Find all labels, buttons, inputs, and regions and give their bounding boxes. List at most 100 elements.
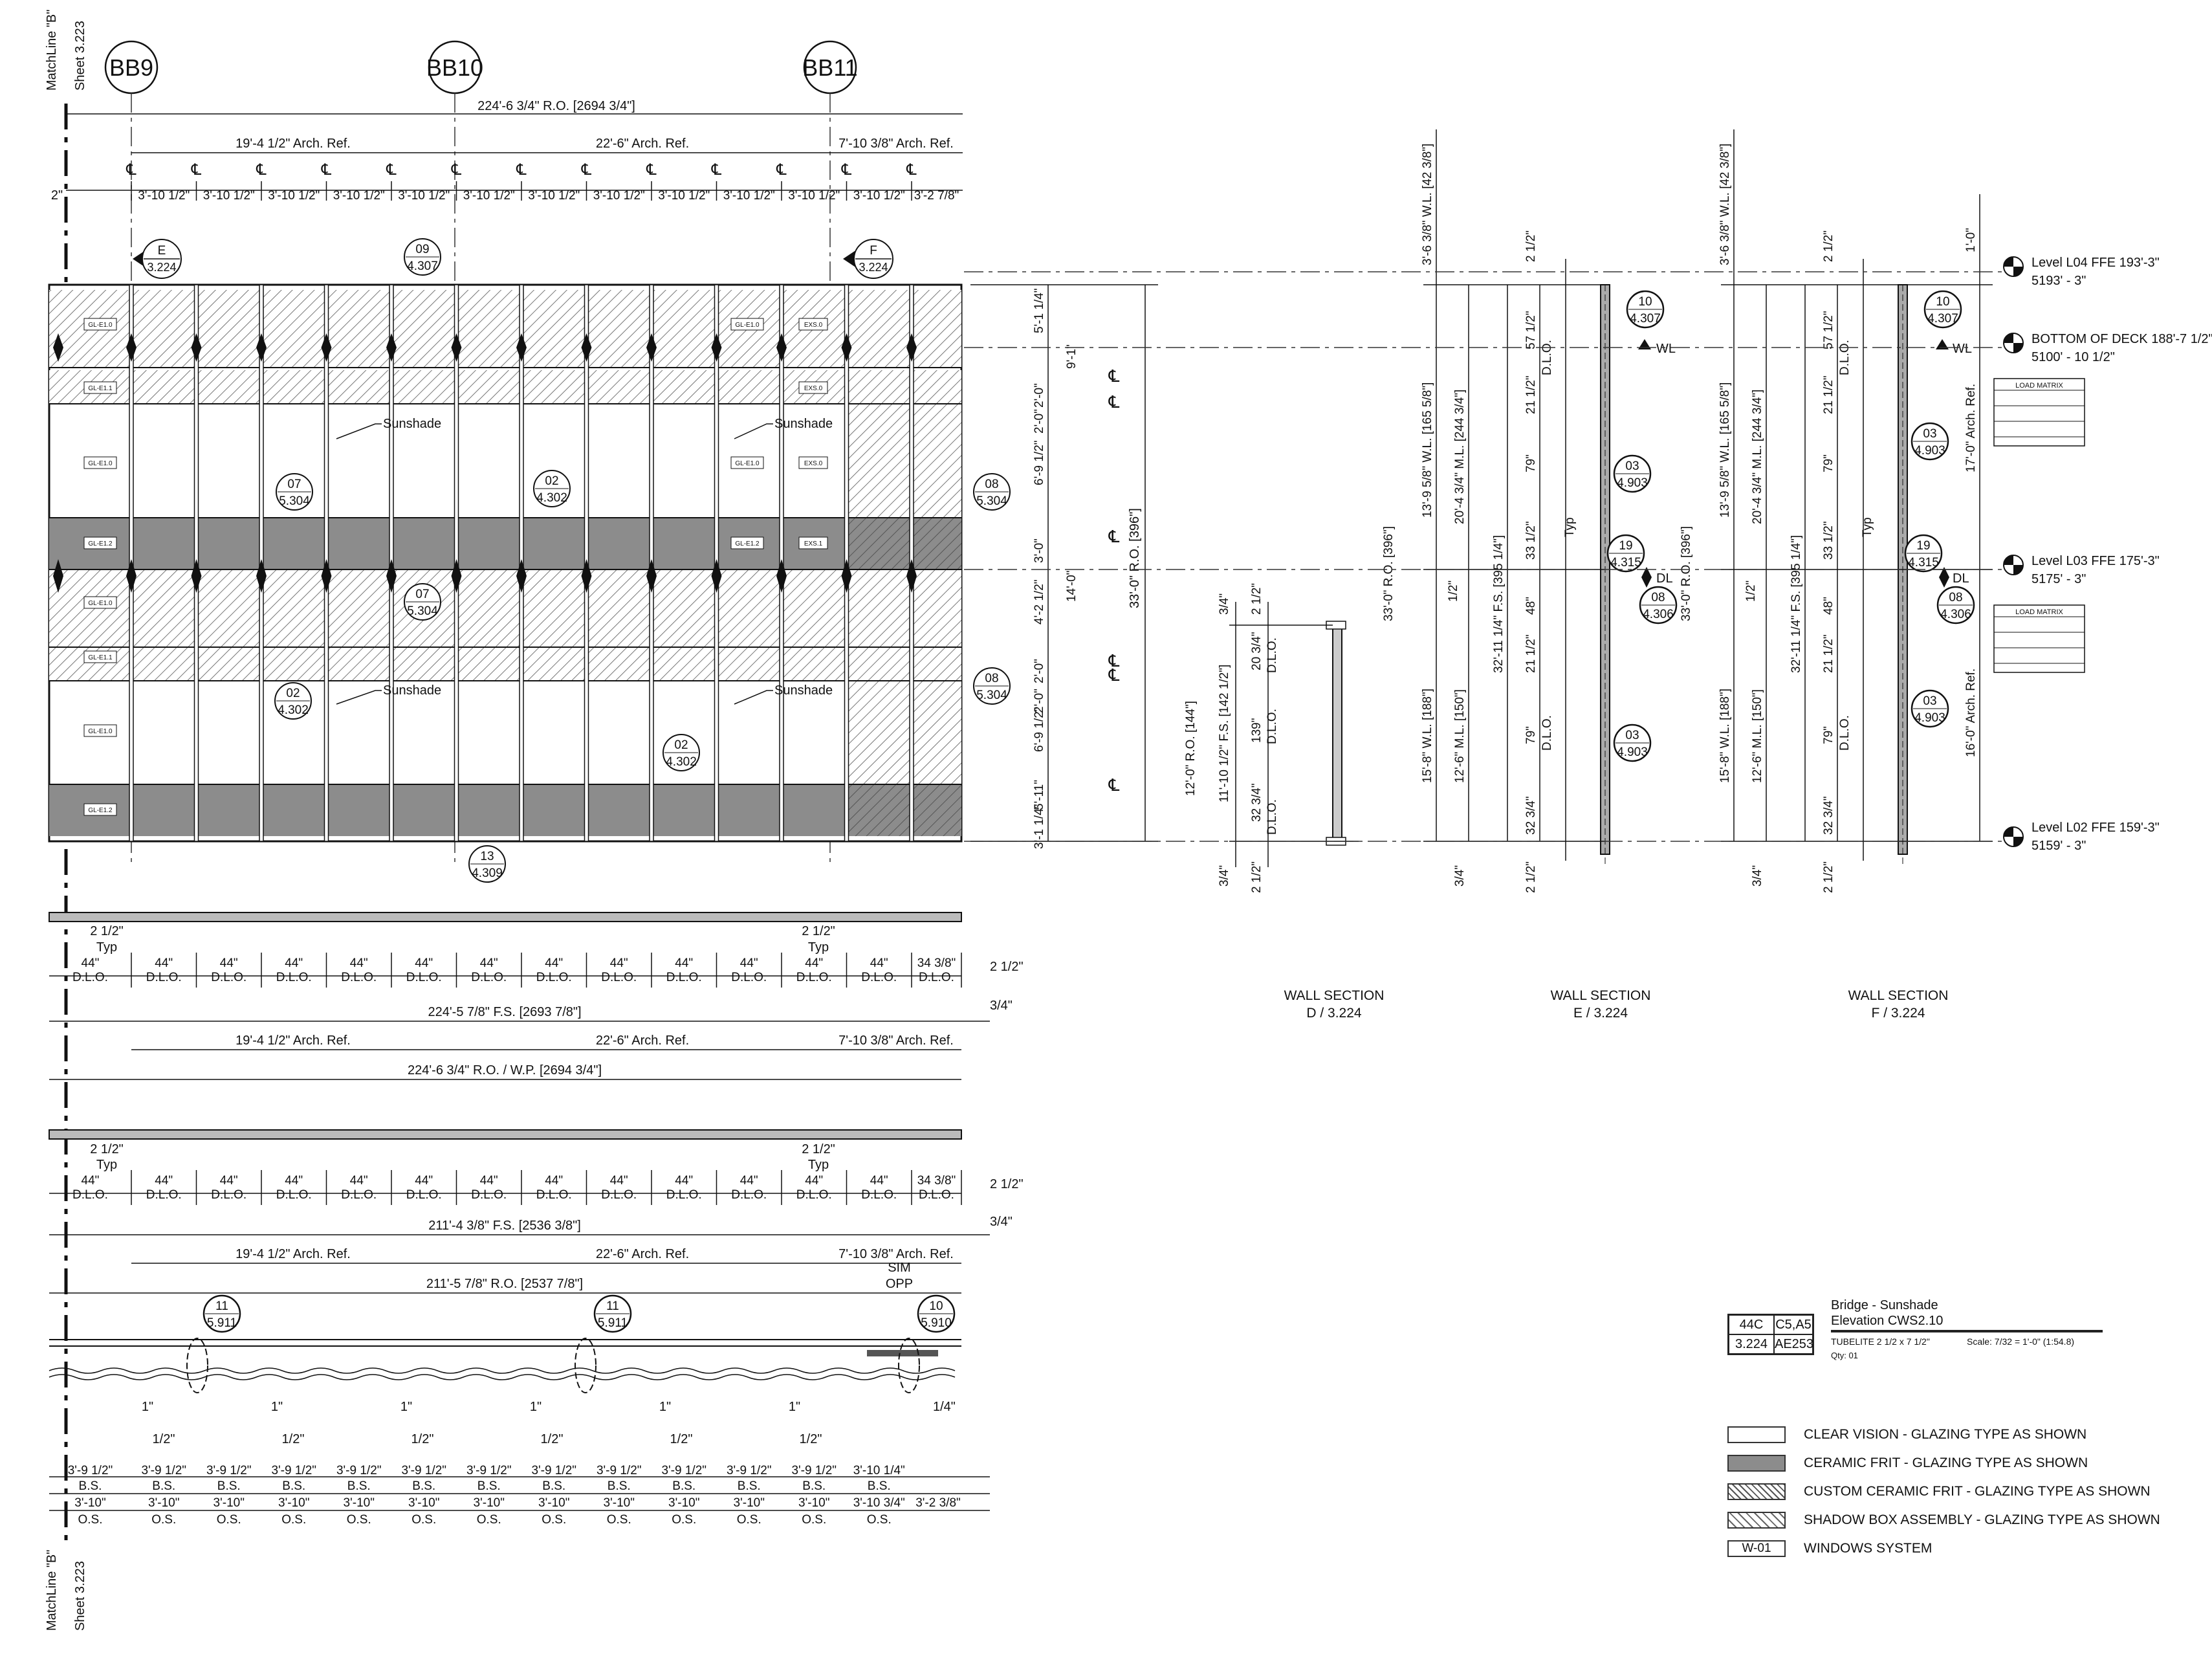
callout-num: 08	[985, 478, 998, 491]
callout-num: 10	[1936, 295, 1949, 309]
centerline-icon: ℄	[711, 161, 722, 179]
centerline-icon: ℄	[451, 161, 462, 179]
centerline-icon: ℄	[1108, 392, 1120, 412]
glazing-tag: EXS.0	[804, 322, 823, 329]
anchor-icon	[386, 559, 397, 593]
anchor-icon	[516, 333, 527, 362]
centerline-icon: ℄	[581, 161, 592, 179]
callout-num: 07	[415, 588, 429, 601]
wind-load-mark: WL	[1953, 342, 1972, 356]
section-dim: D.L.O.	[1838, 340, 1852, 375]
os-label: O.S.	[542, 1513, 566, 1527]
load-matrix-title: LOAD MATRIX	[2015, 608, 2063, 616]
vertical-dim: 14'-0"	[1065, 571, 1079, 602]
bs-label: B.S.	[672, 1479, 695, 1493]
legend-swatch-tag: W-01	[1727, 1540, 1786, 1557]
plan-dim: 1"	[271, 1400, 283, 1414]
vertical-dimension-row: 5'-1 1/4"9'-1"2'-0"2'-0"6'-9 1/2"3'-0"14…	[1033, 288, 1120, 849]
callout-num: 08	[1949, 591, 1962, 604]
dlo-dim: 44"	[805, 956, 823, 970]
level-name: Level L02 FFE 159'-3"	[2031, 821, 2160, 835]
callout-sheet: 4.903	[1914, 711, 1945, 725]
detail-callout: 034.903	[1911, 422, 1949, 461]
os-dim: 3'-10"	[668, 1496, 699, 1510]
callout-num: 08	[1651, 591, 1665, 604]
os-dim: 3'-10"	[474, 1496, 505, 1510]
shadow-box-band	[49, 569, 961, 647]
os-label: O.S.	[411, 1513, 436, 1527]
anchor-icon	[126, 333, 137, 362]
title-block-grid: 44C C5,A5 3.224 AE253	[1727, 1314, 1814, 1355]
anchor-icon	[841, 559, 852, 593]
bs-dim: 3'-9 1/2"	[597, 1464, 642, 1477]
bay-dim: 3'-10 1/2"	[138, 189, 190, 203]
plan-section-1: 2 1/2" Typ 2 1/2" Typ 2 1/2" 3/4" 224'-5…	[49, 912, 1024, 1080]
bay-dim: 3'-10 1/2"	[333, 189, 385, 203]
plan-dim: 211'-5 7/8" R.O. [2537 7/8"]	[426, 1277, 583, 1291]
dlo-label: D.L.O.	[731, 971, 767, 984]
anchor-icon	[321, 333, 332, 362]
level-marker: Level L04 FFE 193'-3"5193' - 3"	[2003, 256, 2160, 288]
bs-label: B.S.	[152, 1479, 175, 1493]
matchline-top-label: MatchLine "B"	[45, 10, 59, 91]
os-label: O.S.	[151, 1513, 176, 1527]
dlo-dim: 44"	[805, 1174, 823, 1188]
anchor-icon	[841, 333, 852, 362]
os-label: O.S.	[672, 1513, 696, 1527]
dlo-dim: 44"	[415, 1174, 433, 1188]
callout-num: 11	[606, 1299, 619, 1313]
callout-sheet: 4.315	[1610, 556, 1641, 569]
plan-dim: 2 1/2"	[90, 924, 124, 938]
dlo-label: D.L.O.	[861, 1188, 897, 1202]
vertical-dim: 2'-0"	[1033, 383, 1046, 408]
callout-sheet: 4.307	[407, 260, 438, 273]
plan-dim: Typ	[808, 1158, 829, 1172]
dlo-label: D.L.O.	[861, 971, 897, 984]
matchline-top-sheet: Sheet 3.223	[73, 21, 87, 91]
plan-dim: 2 1/2"	[990, 1177, 1024, 1191]
callout-sheet: 4.903	[1617, 746, 1648, 759]
centerline-icon: ℄	[191, 161, 202, 179]
sunshade-label: Sunshade	[774, 417, 833, 431]
matchline-bottom-sheet: Sheet 3.223	[73, 1561, 87, 1631]
callout-sheet: 5.304	[407, 604, 438, 618]
anchor-icon	[191, 559, 202, 593]
scale-text: Scale: 7/32 = 1'-0" (1:54.8)	[1967, 1336, 2075, 1347]
centerline-icon: ℄	[1108, 651, 1120, 670]
callout-num: 03	[1625, 459, 1639, 473]
bay-dim: 3'-10 1/2"	[398, 189, 450, 203]
dlo-dim: 44"	[220, 956, 238, 970]
dlo-label: D.L.O.	[919, 971, 954, 984]
section-dim: 20 3/4"	[1250, 632, 1264, 670]
detail-callout: 034.903	[1613, 724, 1652, 762]
curtain-wall-elevation	[48, 283, 963, 843]
anchor-icon	[776, 559, 787, 593]
glazing-tag: GL-E1.2	[88, 807, 113, 814]
dlo-label: D.L.O.	[72, 1188, 108, 1202]
section-dim: 79"	[1524, 454, 1538, 472]
section-dim: 21 1/2"	[1524, 375, 1538, 414]
bs-dim: 3'-9 1/2"	[661, 1464, 706, 1477]
dlo-label: D.L.O.	[471, 971, 507, 984]
opp-label: OPP	[886, 1277, 913, 1291]
detail-callout: 194.315	[1904, 534, 1943, 573]
dlo-dim: 44"	[675, 1174, 693, 1188]
dlo-dim: 44"	[870, 956, 888, 970]
bay-dim: 3'-10 1/2"	[203, 189, 255, 203]
anchor-icon	[646, 559, 657, 593]
grid-bubble-label: BB9	[109, 54, 153, 81]
plan3-dimension-row: 1"1/2"1"1/2"1"1/2"1"1/2"1"1/2"1"1/2"3'-9…	[68, 1400, 961, 1527]
top-dimensions	[66, 113, 963, 191]
dlo-dim: 44"	[480, 956, 498, 970]
os-dim: 3'-10"	[344, 1496, 375, 1510]
vertical-dim: 6'-9 1/2"	[1033, 440, 1046, 485]
callout-sheet: 4.302	[666, 755, 697, 769]
legend-text: SHADOW BOX ASSEMBLY - GLAZING TYPE AS SH…	[1804, 1512, 2160, 1527]
load-matrix-title: LOAD MATRIX	[2015, 382, 2063, 390]
level-markers: Level L04 FFE 193'-3"5193' - 3" BOTTOM O…	[2003, 256, 2212, 853]
level-marker: BOTTOM OF DECK 188'-7 1/2"5100' - 10 1/2…	[2003, 332, 2212, 364]
os-label: O.S.	[477, 1513, 501, 1527]
detail-callout: 034.903	[1911, 689, 1949, 728]
callout-sheet: 4.306	[1940, 608, 1971, 621]
